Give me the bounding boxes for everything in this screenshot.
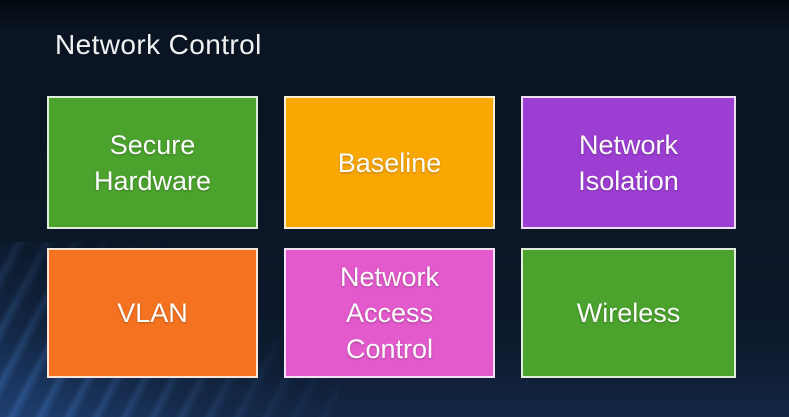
tile-vlan: VLAN [47, 248, 258, 378]
tile-network-isolation: Network Isolation [521, 96, 736, 229]
slide-title: Network Control [55, 29, 262, 60]
tile-wireless: Wireless [521, 248, 736, 378]
tile-network-access-control: Network Access Control [284, 248, 495, 378]
tile-grid: Secure Hardware Baseline Network Isolati… [47, 96, 736, 378]
tile-baseline: Baseline [284, 96, 495, 229]
tile-secure-hardware: Secure Hardware [47, 96, 258, 229]
